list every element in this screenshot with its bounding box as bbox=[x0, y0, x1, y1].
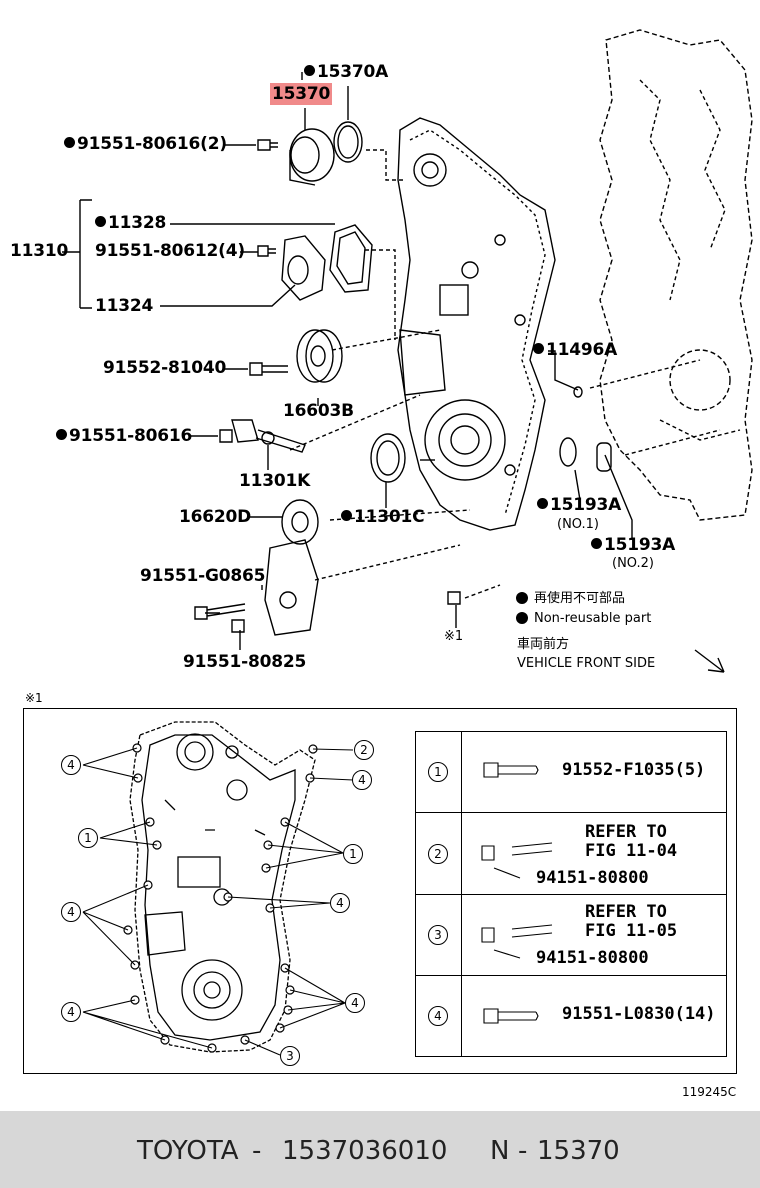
callout-note-1: ※1 bbox=[444, 629, 464, 644]
footer-separator: - bbox=[518, 1136, 528, 1166]
callout-15370a: 15370A bbox=[304, 64, 388, 81]
footer-short-number: 15370 bbox=[537, 1136, 620, 1166]
callout-91551-80825: 91551-80825 bbox=[183, 652, 307, 672]
row-part: 91552-F1035(5) bbox=[562, 760, 706, 780]
callout-91552-81040: 91552-81040 bbox=[103, 358, 227, 378]
callout-16620d: 16620D bbox=[179, 507, 252, 527]
row-number: 4 bbox=[428, 1006, 448, 1026]
footer-part-number: 1537036010 bbox=[282, 1136, 448, 1166]
callout-11301c: 11301C bbox=[341, 509, 425, 526]
footer-suffix: N bbox=[490, 1136, 510, 1166]
inset-label: ※1 bbox=[25, 691, 43, 705]
row-refer: REFER TO bbox=[585, 822, 667, 842]
callout-11496a: 11496A bbox=[533, 342, 617, 359]
legend-non-reusable-en: Non-reusable part bbox=[534, 611, 652, 626]
row-fig: FIG 11-05 bbox=[585, 921, 678, 941]
callout-15370-highlighted: 15370 bbox=[270, 83, 333, 105]
row-number: 1 bbox=[428, 762, 448, 782]
inset-marker-1: 1 bbox=[78, 828, 98, 848]
callout-15193a-no1: 15193A bbox=[537, 497, 621, 514]
row-refer: REFER TO bbox=[585, 902, 667, 922]
callout-16603b: 16603B bbox=[283, 401, 354, 421]
legend-front-en: VEHICLE FRONT SIDE bbox=[517, 656, 656, 671]
bolt-table-row: 3 REFER TO FIG 11-05 94151-80800 bbox=[416, 895, 726, 976]
row-fig: FIG 11-04 bbox=[585, 841, 678, 861]
figure-code: 119245C bbox=[682, 1085, 737, 1099]
inset-marker-4: 4 bbox=[61, 1002, 81, 1022]
legend-non-reusable-jp: 再使用不可部品 bbox=[534, 591, 626, 606]
bolt-table-row: 1 91552-F1035(5) bbox=[416, 732, 726, 813]
inset-marker-4: 4 bbox=[61, 755, 81, 775]
inset-marker-4: 4 bbox=[345, 993, 365, 1013]
inset-marker-1: 1 bbox=[343, 844, 363, 864]
inset-marker-4: 4 bbox=[330, 893, 350, 913]
row-number: 3 bbox=[428, 925, 448, 945]
callout-no1: (NO.1) bbox=[557, 517, 599, 532]
bolt-table: 1 91552-F1035(5) 2 REFER TO FIG 11-04 94… bbox=[415, 731, 727, 1057]
callout-91551-80616-2: 91551-80616(2) bbox=[64, 136, 227, 153]
inset-marker-3: 3 bbox=[280, 1046, 300, 1066]
footer-bar: TOYOTA - 1537036010 N - 15370 bbox=[0, 1111, 760, 1188]
callout-11328: 11328 bbox=[95, 215, 166, 232]
inset-marker-2: 2 bbox=[354, 740, 374, 760]
row-part: 91551-L0830(14) bbox=[562, 1004, 716, 1024]
callout-91551-g0865: 91551-G0865 bbox=[140, 566, 266, 586]
legend-front-jp: 車両前方 bbox=[517, 637, 570, 652]
inset-frame bbox=[23, 708, 737, 1074]
footer-brand: TOYOTA bbox=[137, 1136, 239, 1166]
callout-no2: (NO.2) bbox=[612, 556, 654, 571]
bolt-table-row: 4 91551-L0830(14) bbox=[416, 976, 726, 1057]
callout-91551-80612-4: 91551-80612(4) bbox=[95, 241, 245, 261]
callout-11301k: 11301K bbox=[239, 471, 311, 491]
bolt-table-row: 2 REFER TO FIG 11-04 94151-80800 bbox=[416, 813, 726, 895]
callout-15193a-no2: 15193A bbox=[591, 537, 675, 554]
callout-11324: 11324 bbox=[95, 296, 154, 316]
callout-91551-80616: 91551-80616 bbox=[56, 428, 192, 445]
inset-marker-4: 4 bbox=[352, 770, 372, 790]
row-part: 94151-80800 bbox=[536, 948, 649, 968]
row-number: 2 bbox=[428, 844, 448, 864]
inset-marker-4: 4 bbox=[61, 902, 81, 922]
footer-separator: - bbox=[252, 1136, 262, 1166]
callout-11310: 11310 bbox=[10, 241, 69, 261]
row-part: 94151-80800 bbox=[536, 868, 649, 888]
